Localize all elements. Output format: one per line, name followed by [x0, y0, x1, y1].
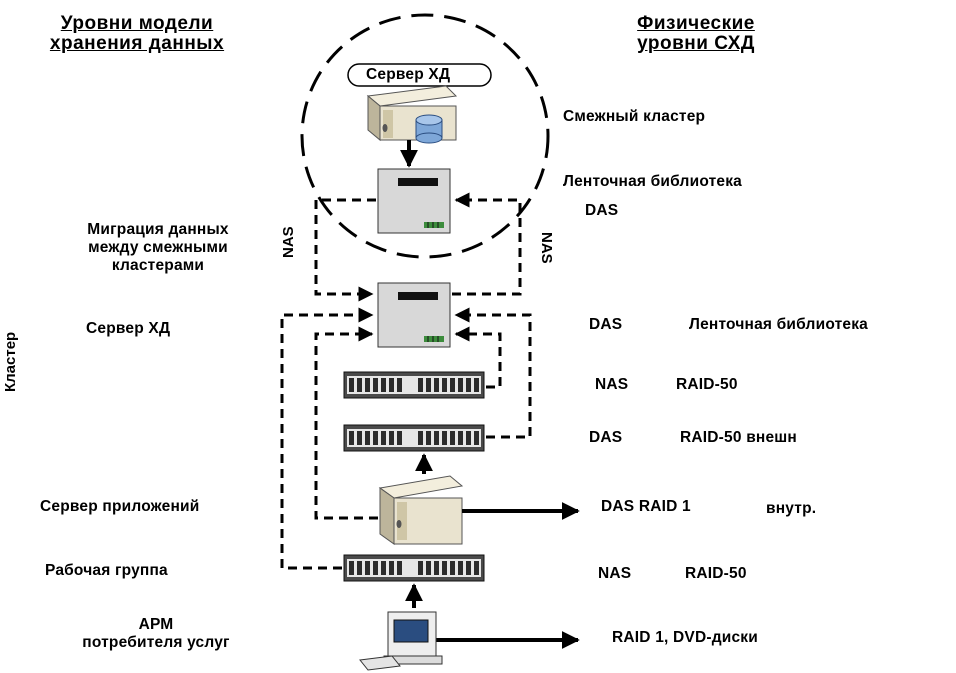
nas-left-label: NAS [280, 226, 297, 258]
right-header-line2: уровни СХД [637, 33, 755, 54]
migration-label-line1: Миграция данных [87, 221, 229, 238]
left-header-line1: Уровни модели [60, 13, 214, 34]
migration-label: Миграция данных между смежными кластерам… [44, 221, 272, 275]
das-top-label: DAS [585, 202, 619, 219]
workgroup-label: Рабочая группа [45, 562, 168, 579]
raid-array-1-icon [343, 371, 485, 399]
internal-row4-label: внутр. [766, 500, 817, 517]
raid50-row5-label: RAID-50 [685, 565, 747, 582]
right-header-line1: Физические [637, 13, 755, 34]
tape-library-middle-icon [377, 282, 451, 348]
left-header-line2: хранения данных [49, 33, 225, 54]
nas-right-label: NAS [538, 232, 555, 264]
arm-label-line1: АРМ [138, 616, 174, 633]
raid-array-2-icon [343, 424, 485, 452]
nas-row5-label: NAS [598, 565, 632, 582]
right-header: Физические уровни СХД [598, 14, 794, 54]
arm-label: АРМ потребителя услуг [40, 616, 272, 652]
raid50-ext-row3-label: RAID-50 внешн [680, 429, 797, 446]
app-server-icon [378, 475, 464, 545]
raid-array-3-icon [343, 554, 485, 582]
nas-row2-label: NAS [595, 376, 629, 393]
raid1-dvd-row6-label: RAID 1, DVD-диски [612, 629, 758, 646]
migration-label-line3: кластерами [111, 257, 205, 274]
das-raid1-row4-label: DAS RAID 1 [601, 498, 691, 515]
cluster-label: Кластер [2, 331, 19, 392]
das-row3-label: DAS [589, 429, 623, 446]
tape-library-top-label: Ленточная библиотека [563, 173, 742, 190]
app-server-label: Сервер приложений [40, 498, 200, 515]
arm-label-line2: потребителя услуг [82, 634, 230, 651]
das-row1-label: DAS [589, 316, 623, 333]
storage-server-label: Сервер ХД [86, 320, 171, 337]
migration-label-line2: между смежными [88, 239, 228, 256]
tape-library-top-icon [377, 168, 451, 234]
top-server-icon [366, 85, 458, 144]
left-header: Уровни модели хранения данных [8, 14, 266, 54]
workstation-icon [359, 611, 443, 671]
raid50-row2-label: RAID-50 [676, 376, 738, 393]
top-server-label: Сервер ХД [366, 66, 451, 83]
adjacent-cluster-label: Смежный кластер [563, 108, 706, 125]
adjacent-cluster-boundary [300, 13, 550, 259]
top-server-label-oval [347, 63, 492, 87]
tape-library-row1-label: Ленточная библиотека [689, 316, 868, 333]
